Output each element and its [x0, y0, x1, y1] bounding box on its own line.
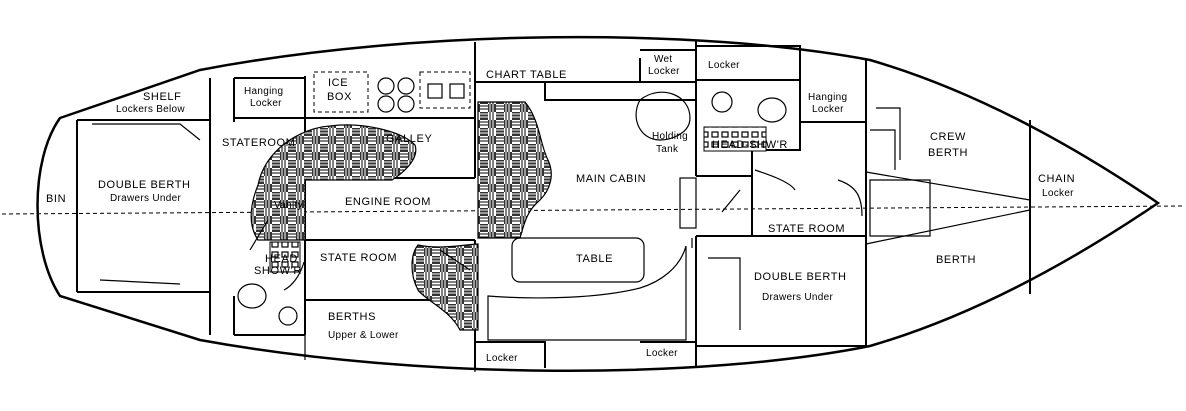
aft-sink: [278, 306, 298, 326]
wet-locker-box: [640, 49, 697, 83]
label-locker-bottom-2: Locker: [646, 348, 678, 359]
label-engine-room: ENGINE ROOM: [345, 196, 431, 208]
head-grate: [703, 126, 767, 152]
label-double-berth-fwd: DOUBLE BERTH: [754, 271, 847, 283]
label-crew-berth: BERTH: [928, 147, 968, 159]
bottom-locker-walls: [234, 334, 696, 368]
label-main-cabin: MAIN CABIN: [576, 173, 646, 185]
fwd-sink: [711, 91, 733, 113]
salon-table: [511, 237, 645, 283]
label-wet: Wet: [654, 54, 673, 65]
label-locker-top: Locker: [708, 60, 740, 71]
bottom-shelf: [304, 335, 476, 372]
label-showr-1: SHOW'R: [254, 265, 302, 277]
mast-step: [679, 177, 697, 229]
aft-sole: [411, 243, 479, 331]
label-bin: BIN: [46, 193, 66, 205]
stove-box: [419, 71, 471, 109]
aft-head-grate: [269, 241, 301, 273]
galley-sole: [250, 124, 417, 241]
fwd-state-room-walls: [696, 176, 866, 237]
label-drawers-aft: Drawers Under: [110, 193, 182, 204]
fwd-shelf: [691, 129, 896, 248]
label-lockers-below: Lockers Below: [116, 104, 185, 115]
label-vanity: Vanity: [274, 200, 303, 211]
label-ice: ICE: [328, 77, 348, 89]
door-arcs: [249, 169, 863, 291]
double-berth-fwd-box: [695, 236, 866, 347]
aft-berth-bedding: [92, 123, 201, 285]
label-box: BOX: [327, 91, 352, 103]
label-stateroom: STATEROOM: [222, 137, 295, 149]
centerline: [1, 205, 1185, 215]
aft-toilet: [237, 283, 267, 309]
shelf-wall: [77, 119, 210, 293]
hanging-locker-box: [234, 77, 306, 119]
fwd-toilet: [757, 97, 787, 123]
label-galley: GALLEY: [386, 133, 432, 145]
label-head-shwr: HEAD-SHW'R: [712, 139, 788, 151]
crew-sole: [869, 179, 931, 237]
holding-tank: [635, 91, 691, 141]
label-state-room-fwd: STATE ROOM: [768, 223, 845, 235]
label-head-1: HEAD: [265, 253, 298, 265]
label-upper-lower: Upper & Lower: [328, 330, 399, 341]
label-double-berth-aft: DOUBLE BERTH: [98, 179, 191, 191]
label-wet-locker: Locker: [648, 66, 680, 77]
stove-burners: [377, 77, 465, 113]
crew-berth-divider: [865, 171, 1031, 245]
label-shelf: SHELF: [143, 91, 181, 103]
label-state-room-stbd: STATE ROOM: [320, 252, 397, 264]
label-locker-bottom-1: Locker: [486, 353, 518, 364]
label-hanging-1: Hanging: [244, 86, 283, 97]
ice-box: [313, 71, 369, 113]
label-crew: CREW: [930, 131, 966, 143]
label-drawers-fwd: Drawers Under: [762, 292, 834, 303]
label-chain-locker: Locker: [1042, 188, 1074, 199]
label-hanging-2b: Locker: [812, 104, 844, 115]
hull-outline: [36, 35, 1161, 373]
label-chart-table: CHART TABLE: [486, 69, 567, 81]
label-berth-fwd: BERTH: [936, 254, 976, 266]
main-sole: [477, 101, 552, 239]
settee: [487, 245, 687, 341]
head-box: [696, 79, 801, 177]
fwd-berth-bedding: [708, 107, 901, 330]
label-tank: Tank: [656, 144, 679, 155]
label-hanging-2: Hanging: [808, 92, 847, 103]
label-holding: Holding: [652, 131, 688, 142]
label-table: TABLE: [576, 253, 613, 265]
label-hanging-1b: Locker: [250, 98, 282, 109]
label-chain: CHAIN: [1038, 173, 1075, 185]
label-berths: BERTHS: [328, 311, 376, 323]
